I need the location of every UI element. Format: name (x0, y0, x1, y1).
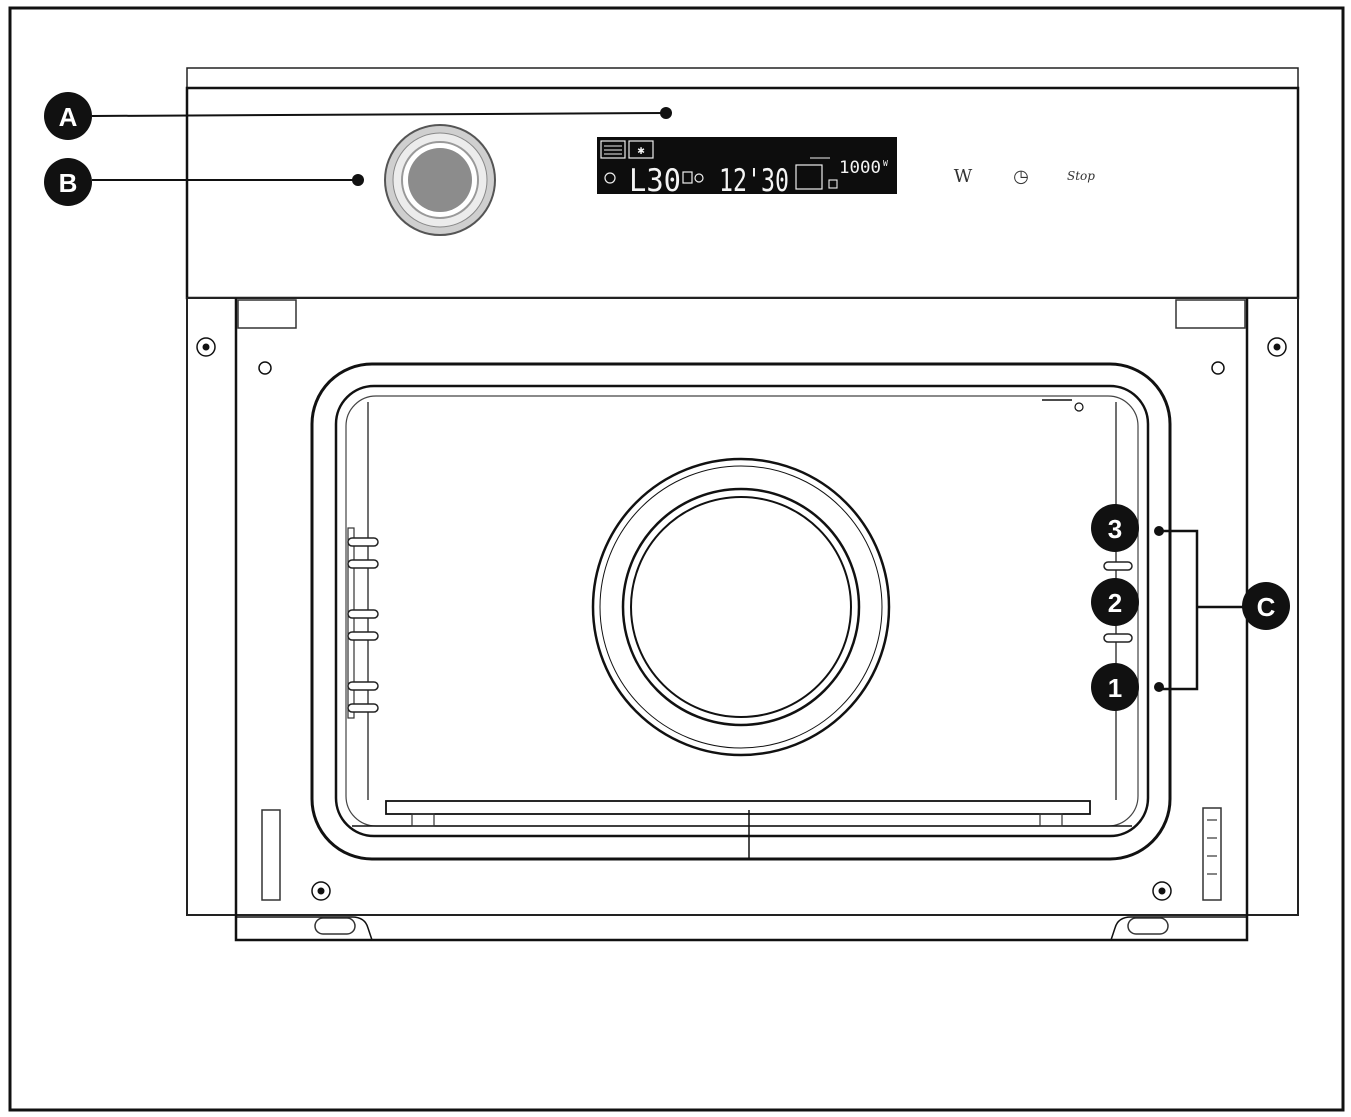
callout-b-badge (44, 158, 92, 206)
clock-icon (604, 172, 616, 184)
lcd-duration: L30 (629, 163, 681, 199)
shelf-runners-right (1103, 561, 1133, 643)
stop-button[interactable]: Stop (1067, 169, 1095, 183)
level-1-badge (1091, 663, 1139, 711)
level-2-badge (1091, 578, 1139, 626)
screw-top-left (196, 337, 216, 357)
callout-b-dot (352, 174, 364, 186)
door-hinge (1202, 807, 1222, 901)
level-1-label: 1 (1108, 673, 1122, 703)
screw-bottom-left (311, 881, 331, 901)
figure-frame (8, 6, 1345, 1112)
level-3-badge (1091, 504, 1139, 552)
shelf-runners-left (347, 527, 379, 719)
hole-right (1211, 361, 1225, 375)
timer-button[interactable]: ◷ (1013, 166, 1029, 187)
lock-icon (828, 179, 838, 189)
timer-small-icon (694, 173, 704, 183)
callout-c-bracket (1159, 529, 1199, 691)
weight-icon (795, 164, 823, 190)
lcd-power: 1000 (839, 158, 881, 178)
defrost-mode-icon (628, 140, 654, 159)
level-2-label: 2 (1108, 588, 1122, 618)
drip-tray (352, 800, 1132, 858)
hourglass-icon (682, 171, 693, 184)
callout-b-label: B (59, 168, 78, 198)
hole-left (258, 361, 272, 375)
cavity-lamp (1074, 402, 1084, 412)
grill-mode-icon (600, 140, 626, 159)
turntable (591, 457, 891, 757)
lcd-power-unit: W (883, 159, 888, 168)
door-latch-slot (261, 809, 281, 901)
callout-a-badge (44, 92, 92, 140)
lcd-display: ✱ L30 12'30 1000 W (597, 137, 897, 199)
screw-bottom-right (1152, 881, 1172, 901)
callout-c-badge (1242, 582, 1290, 630)
level-3-label: 3 (1108, 514, 1122, 544)
lcd-clock: 12'30 (719, 163, 789, 199)
level-1-dot (1154, 682, 1164, 692)
oven-cavity (310, 362, 1172, 861)
callout-a-leader (91, 112, 667, 117)
svg-text:✱: ✱ (637, 143, 644, 157)
callout-a-dot (660, 107, 672, 119)
power-button[interactable]: W (954, 166, 973, 187)
callout-c-label: C (1257, 592, 1276, 622)
screw-top-right (1267, 337, 1287, 357)
callout-a-label: A (59, 102, 78, 132)
selector-knob[interactable] (384, 124, 496, 236)
